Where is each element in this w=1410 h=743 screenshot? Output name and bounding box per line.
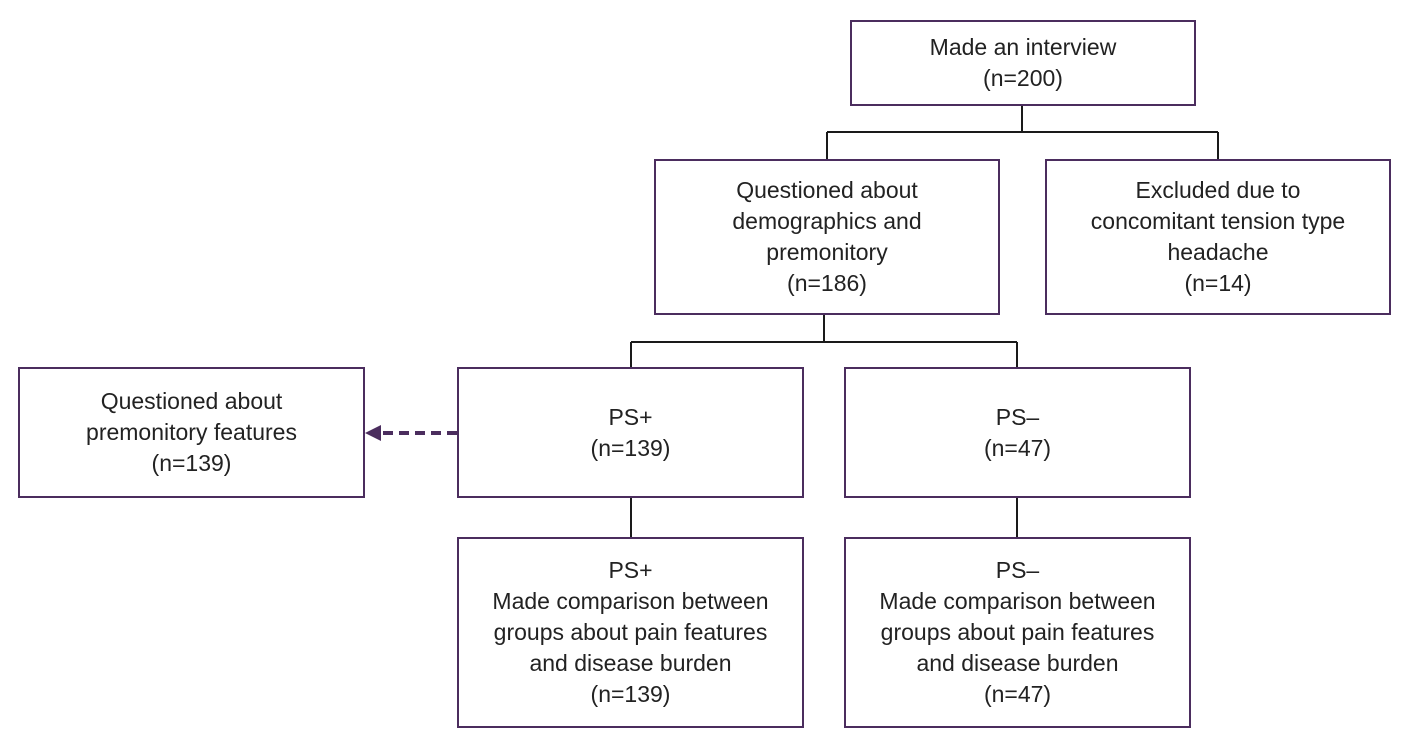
node-ps-plus-cmp-count: (n=139) — [590, 681, 671, 707]
node-ps-minus-cmp-line2: groups about pain features — [880, 619, 1155, 645]
node-interview-count: (n=200) — [983, 65, 1063, 91]
node-interview-text: Made an interview — [929, 34, 1117, 60]
node-ps-minus-cmp-line3: and disease burden — [916, 650, 1119, 676]
node-questioned-line2: demographics and — [732, 208, 922, 234]
node-ps-minus-cmp-line1: Made comparison between — [879, 588, 1156, 614]
node-ps-plus-cmp-label: PS+ — [608, 557, 653, 583]
node-ps-minus-label: PS– — [995, 403, 1040, 430]
node-questioned-line3: premonitory — [766, 239, 888, 265]
node-questioned-count: (n=186) — [787, 270, 867, 296]
node-ps-plus-label: PS+ — [608, 403, 653, 430]
node-excluded-count: (n=14) — [1184, 270, 1252, 296]
node-excluded-line1: Excluded due to — [1135, 177, 1301, 203]
node-ps-minus: PS– (n=47) — [844, 367, 1191, 498]
node-ps-plus-comparison: PS+ Made comparison between groups about… — [457, 537, 804, 728]
node-ps-plus: PS+ (n=139) — [457, 367, 804, 498]
node-ps-plus-cmp-line3: and disease burden — [529, 650, 732, 676]
node-ps-minus-count: (n=47) — [983, 434, 1052, 461]
node-questioned-line1: Questioned about — [736, 177, 918, 203]
node-features-line2: premonitory features — [86, 419, 297, 445]
node-interview: Made an interview (n=200) — [850, 20, 1196, 106]
node-excluded-line2: concomitant tension type — [1090, 208, 1346, 234]
node-ps-plus-count: (n=139) — [590, 434, 671, 461]
node-ps-minus-cmp-label: PS– — [995, 557, 1040, 583]
node-ps-minus-cmp-count: (n=47) — [983, 681, 1052, 707]
node-ps-plus-cmp-line2: groups about pain features — [493, 619, 768, 645]
node-ps-plus-cmp-line1: Made comparison between — [492, 588, 769, 614]
node-ps-minus-comparison: PS– Made comparison between groups about… — [844, 537, 1191, 728]
node-excluded-line3: headache — [1167, 239, 1269, 265]
node-excluded: Excluded due to concomitant tension type… — [1045, 159, 1391, 315]
node-features-count: (n=139) — [151, 450, 232, 476]
node-premonitory-features: Questioned about premonitory features (n… — [18, 367, 365, 498]
arrowhead-icon — [365, 425, 381, 441]
node-features-line1: Questioned about — [100, 388, 283, 414]
node-questioned-demographics: Questioned about demographics and premon… — [654, 159, 1000, 315]
